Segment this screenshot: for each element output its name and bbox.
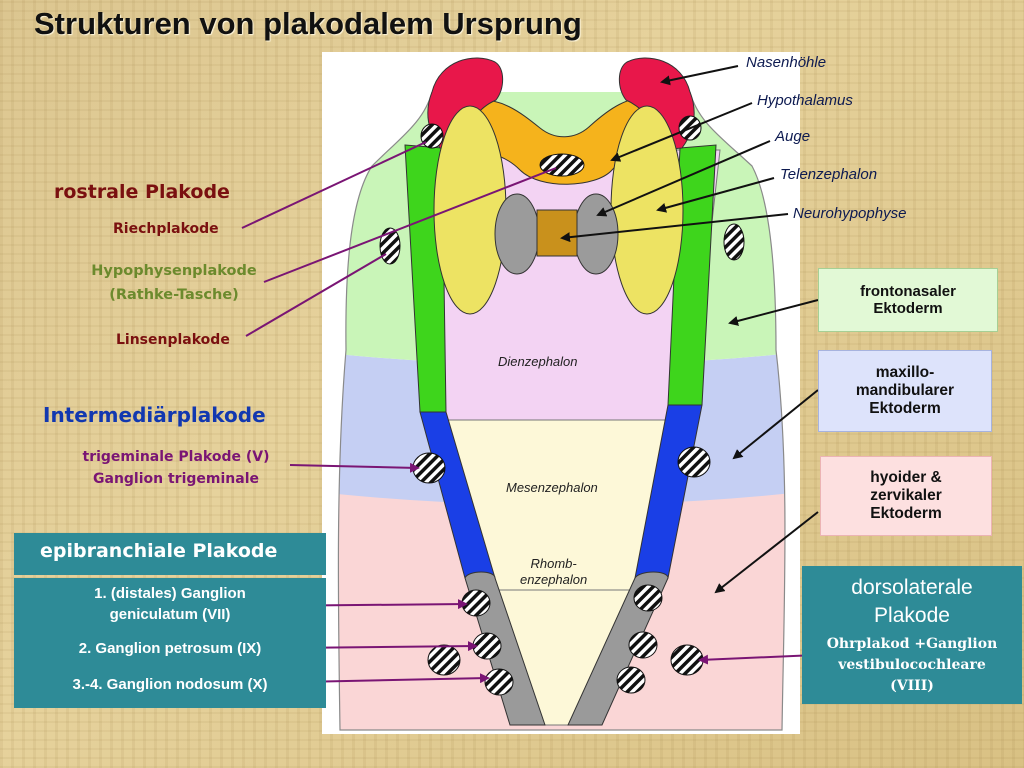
pointer-hypophysenplakode <box>263 167 557 283</box>
label-telenzephalon: Telenzephalon <box>780 166 878 183</box>
epibranchial-item-1: 1. (distales) Ganglion geniculatum (VII) <box>14 583 326 625</box>
dorsolateral-sub: Ohrplakod +Ganglion vestibulocochleare (… <box>802 634 1022 697</box>
arrow-auge <box>596 140 771 217</box>
heading-rostrale-plakode: rostrale Plakode <box>54 181 230 203</box>
eye-left <box>494 193 540 275</box>
dorsolateral-heading-line2: Plakode <box>874 604 950 627</box>
arrow-nasenhoehle <box>660 65 739 86</box>
label-hypothalamus: Hypothalamus <box>757 92 853 109</box>
maxillo-line1: maxillo- <box>875 364 935 381</box>
placode-epibranchial-1-left <box>461 589 491 617</box>
heading-intermediarplakode: Intermediärplakode <box>43 403 266 427</box>
placode-epibranchial-1-right <box>633 584 663 612</box>
label-hypophysen-line2: (Rathke-Tasche) <box>109 287 239 303</box>
maxillo-line3: Ektoderm <box>869 400 941 417</box>
telenzephalon-right <box>610 105 684 315</box>
dorsolateral-sub-line3: (VIII) <box>890 678 934 694</box>
dorsolateral-heading-line1: dorsolaterale <box>851 576 973 599</box>
placode-otic-right <box>670 644 704 676</box>
label-trigeminal-line2: Ganglion trigeminale <box>93 471 259 487</box>
arrow-hypothalamus <box>610 102 753 162</box>
epibranchial-item-1-line1: 1. (distales) Ganglion <box>94 585 246 602</box>
telenzephalon-left <box>433 105 507 315</box>
placode-epibranchial-3-left <box>484 668 514 696</box>
pointer-otic <box>698 654 817 665</box>
arrow-neurohypophyse <box>560 213 789 243</box>
pointer-riechplakode <box>241 141 427 229</box>
placode-epibranchial-2-right <box>628 631 658 659</box>
dorsolateral-heading: dorsolaterale Plakode <box>802 574 1022 630</box>
label-neurohypophyse: Neurohypophyse <box>793 205 907 222</box>
label-linsenplakode: Linsenplakode <box>116 332 230 348</box>
page-title: Strukturen von plakodalem Ursprung <box>34 6 582 41</box>
frontonasal-line1: frontonasaler <box>860 283 956 300</box>
arrow-hyoid <box>714 511 819 594</box>
label-rhombenzephalon: Rhomb- enzephalon <box>520 556 587 588</box>
maxillo-line2: mandibularer <box>855 382 955 399</box>
hyoid-ectoderm-box: hyoider & zervikaler Ektoderm <box>820 456 992 536</box>
dorsolateral-sub-line1: Ohrplakod +Ganglion <box>826 636 998 652</box>
label-rhomb-line2: enzephalon <box>520 572 588 587</box>
label-dienzephalon: Dienzephalon <box>498 354 578 369</box>
label-mesenzephalon: Mesenzephalon <box>506 480 598 495</box>
label-rhomb-line1: Rhomb- <box>530 556 577 571</box>
label-riechplakode: Riechplakode <box>113 221 219 237</box>
label-hypophysenplakode: Hypophysenplakode (Rathke-Tasche) <box>74 259 274 307</box>
epibranchial-heading: epibranchiale Plakode <box>40 540 278 562</box>
arrow-maxillo <box>732 389 819 460</box>
frontonasal-line2: Ektoderm <box>873 300 943 317</box>
maxillo-ectoderm-box: maxillo- mandibularer Ektoderm <box>818 350 992 432</box>
dorsolateral-sub-line2: vestibulocochleare <box>838 657 986 673</box>
epibranchial-heading-box <box>14 533 326 575</box>
placode-otic-left <box>427 644 461 676</box>
arrow-frontonasal <box>728 299 819 326</box>
placode-nasal-left <box>420 123 444 149</box>
epibranchial-list-box <box>14 578 326 708</box>
arrow-telenzephalon <box>656 177 775 213</box>
hyoid-line1: hyoider & <box>870 469 942 486</box>
pointer-linsenplakode <box>245 253 387 337</box>
label-trigeminal: trigeminale Plakode (V) Ganglion trigemi… <box>56 446 296 490</box>
label-nasenhoehle: Nasenhöhle <box>746 54 827 71</box>
epibranchial-item-1-line2: geniculatum (VII) <box>109 606 231 623</box>
frontonasal-ectoderm-box: frontonasaler Ektoderm <box>818 268 998 332</box>
epibranchial-item-2: 2. Ganglion petrosum (IX) <box>78 640 262 657</box>
label-auge: Auge <box>775 128 811 145</box>
epibranchial-item-3: 3.-4. Ganglion nodosum (X) <box>72 676 268 693</box>
placode-trigeminal-right <box>677 446 711 478</box>
hyoid-line3: Ektoderm <box>870 505 942 522</box>
label-trigeminal-line1: trigeminale Plakode (V) <box>82 449 270 465</box>
hyoid-line2: zervikaler <box>870 487 942 504</box>
pointer-epibranchial-3 <box>299 673 490 684</box>
placode-lens-right <box>723 223 745 261</box>
label-hypophysen-line1: Hypophysenplakode <box>91 263 257 279</box>
placode-epibranchial-3-right <box>616 666 646 694</box>
pointer-trigeminal <box>289 462 420 473</box>
dorsolateral-box <box>802 566 1022 704</box>
neurohypophysis <box>536 209 578 257</box>
placode-epibranchial-2-left <box>472 632 502 660</box>
